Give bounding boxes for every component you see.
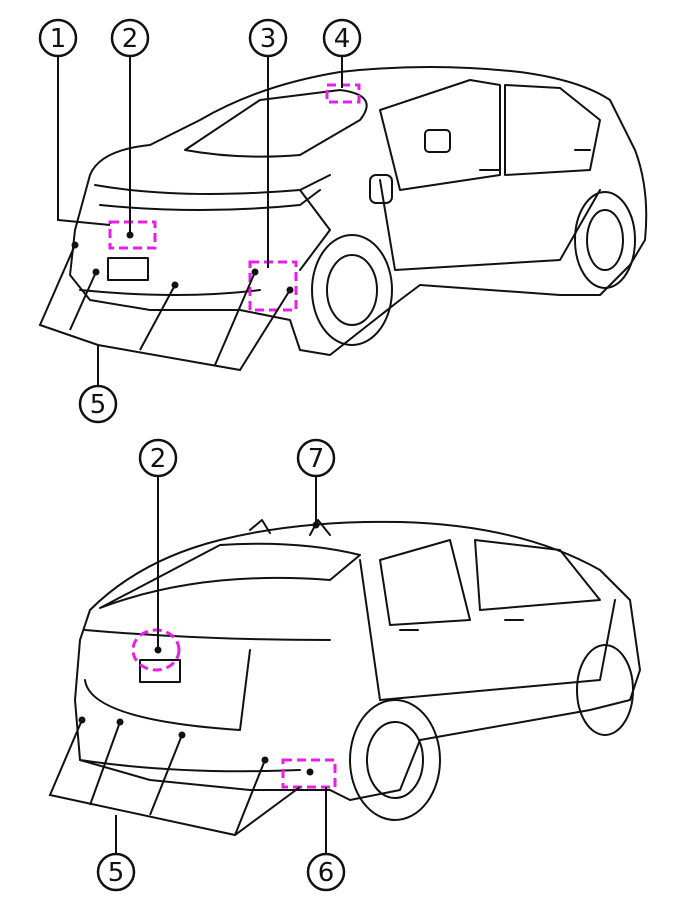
callout-front-4: 4 bbox=[322, 18, 362, 58]
rear-sensor-dots bbox=[78, 521, 320, 776]
callout-label: 5 bbox=[108, 858, 125, 888]
callout-rear-6: 6 bbox=[306, 852, 346, 892]
callout-rear-5: 5 bbox=[96, 852, 136, 892]
front-side-radar-highlight bbox=[248, 260, 298, 312]
callout-label: 6 bbox=[318, 858, 335, 888]
callout-label: 7 bbox=[308, 444, 325, 474]
callout-label: 2 bbox=[150, 444, 167, 474]
rear-camera-highlight bbox=[131, 628, 181, 672]
front-sensor-dots bbox=[71, 231, 294, 294]
front-leader-lines bbox=[38, 56, 343, 386]
front-camera-highlight bbox=[108, 220, 157, 250]
callout-rear-2: 2 bbox=[138, 438, 178, 478]
callout-front-5: 5 bbox=[78, 384, 118, 424]
callout-label: 5 bbox=[90, 390, 107, 420]
callout-rear-7: 7 bbox=[296, 438, 336, 478]
rear-side-radar-highlight bbox=[281, 758, 337, 789]
callout-front-2: 2 bbox=[110, 18, 150, 58]
rear-leader-lines bbox=[48, 476, 327, 854]
callout-label: 2 bbox=[122, 24, 139, 54]
rear-view-car bbox=[74, 519, 641, 821]
callout-front-1: 1 bbox=[38, 18, 78, 58]
callout-front-3: 3 bbox=[248, 18, 288, 58]
front-view-car bbox=[69, 66, 648, 356]
callout-label: 1 bbox=[50, 24, 67, 54]
callout-label: 4 bbox=[334, 24, 351, 54]
callout-label: 3 bbox=[260, 24, 277, 54]
